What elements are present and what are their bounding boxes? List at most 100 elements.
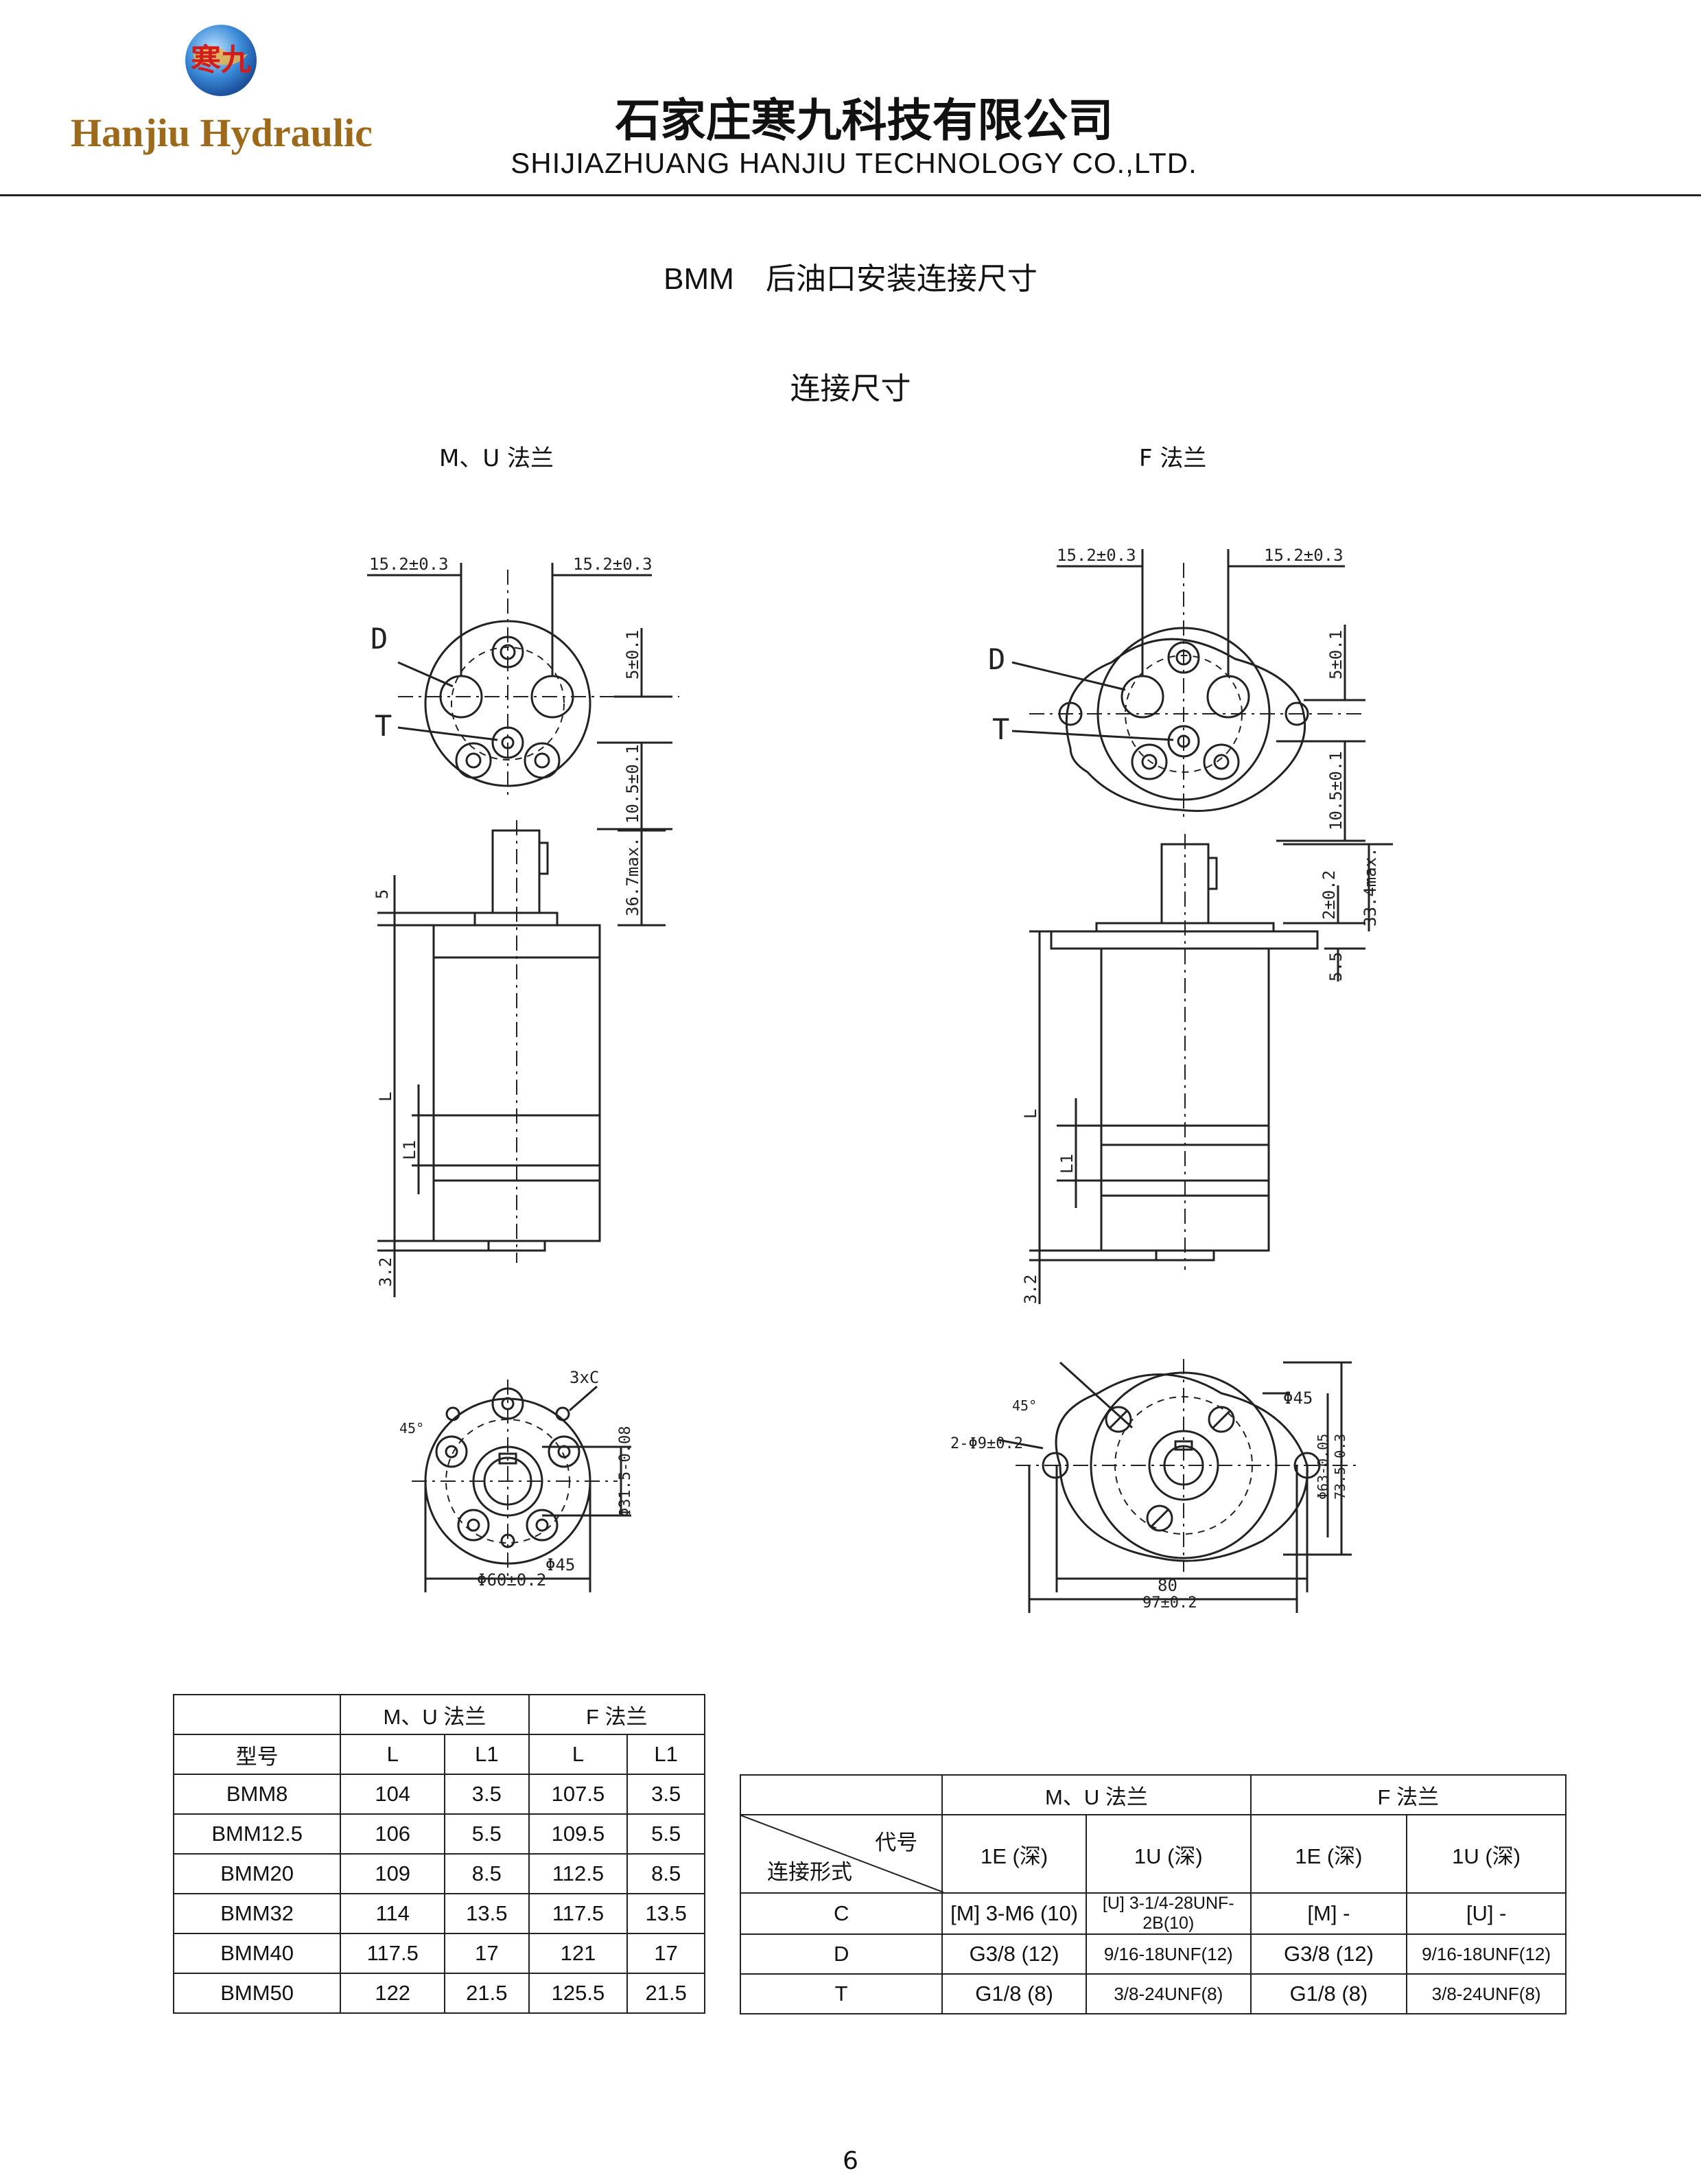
cell-value: 112.5 xyxy=(528,1853,629,1894)
col-header-model: 型号 xyxy=(172,1734,342,1775)
cell-port: C xyxy=(739,1892,943,1935)
cell-value: 5.5 xyxy=(626,1813,705,1855)
table-corner xyxy=(172,1694,342,1735)
title-model: BMM xyxy=(664,262,734,296)
port-label-d: D xyxy=(371,622,388,655)
cell-value: 9/16-18UNF(12) xyxy=(1406,1933,1567,1975)
cell-port: T xyxy=(739,1973,943,2014)
cell-value: 106 xyxy=(340,1813,446,1855)
col-header-1e: 1E (深) xyxy=(941,1814,1087,1894)
title-text: 后油口安装连接尺寸 xyxy=(765,262,1037,297)
technical-drawing: 15.2±0.3 15.2±0.3 D T 5±0.1 10.5±0.1 36.… xyxy=(367,546,1393,1613)
dim-label: 5±0.1 xyxy=(623,630,642,679)
cell-value: [U] 3-1/4-28UNF-2B(10) xyxy=(1085,1892,1252,1935)
dim-label: 45° xyxy=(1012,1397,1037,1414)
table-row: BMM20 109 8.5 112.5 8.5 xyxy=(172,1853,705,1894)
dim-label: L xyxy=(376,1092,395,1102)
f-side-view xyxy=(1029,834,1393,1304)
dimension-table: M、U 法兰 F 法兰 型号 L L1 L L1 BMM8 104 3.5 10… xyxy=(172,1694,706,2014)
dim-label: L1 xyxy=(1057,1154,1077,1174)
dim-label: 10.5±0.1 xyxy=(623,744,642,824)
company-name-en: SHIJIAZHUANG HANJIU TECHNOLOGY CO.,LTD. xyxy=(511,147,1197,179)
cell-value: 5.5 xyxy=(444,1813,530,1855)
cell-value: 8.5 xyxy=(444,1853,530,1894)
dim-label: Φ45 xyxy=(1283,1389,1313,1408)
col-header-l1: L1 xyxy=(626,1734,705,1775)
port-label-t: T xyxy=(992,712,1009,746)
port-label-d: D xyxy=(988,642,1005,676)
cell-model: BMM8 xyxy=(172,1774,342,1815)
dim-label: Φ63-0.05 xyxy=(1315,1434,1331,1500)
dim-label: 2±0.2 xyxy=(1319,870,1339,920)
cell-model: BMM32 xyxy=(172,1893,342,1934)
dim-label: 15.2±0.3 xyxy=(1264,546,1344,565)
dim-label: 3xC xyxy=(570,1368,599,1387)
dim-label: 45° xyxy=(399,1420,424,1437)
table-corner xyxy=(739,1774,943,1815)
table-row: C [M] 3-M6 (10) [U] 3-1/4-28UNF-2B(10) [… xyxy=(739,1892,1567,1935)
col-header-1u: 1U (深) xyxy=(1085,1814,1252,1894)
cell-value: 8.5 xyxy=(626,1853,705,1894)
table-row: BMM32 114 13.5 117.5 13.5 xyxy=(172,1893,705,1934)
cell-model: BMM20 xyxy=(172,1853,342,1894)
drawing-label-f: F 法兰 xyxy=(1139,445,1207,472)
cell-value: 104 xyxy=(340,1774,446,1815)
group-header-mu: M、U 法兰 xyxy=(340,1694,530,1735)
mu-shaft-end-view xyxy=(412,1380,631,1592)
dim-label: Φ60±0.2 xyxy=(477,1570,546,1590)
dim-label: 15.2±0.3 xyxy=(573,555,653,574)
table-row: D G3/8 (12) 9/16-18UNF(12) G3/8 (12) 9/1… xyxy=(739,1933,1567,1975)
dim-label: 3.2 xyxy=(1021,1275,1040,1304)
dim-label: 3.2 xyxy=(376,1257,395,1287)
cell-value: G1/8 (8) xyxy=(941,1973,1087,2014)
document-title: BMM 后油口安装连接尺寸 xyxy=(0,254,1701,298)
mu-port-view xyxy=(367,563,679,830)
cell-value: 9/16-18UNF(12) xyxy=(1085,1933,1252,1975)
cell-value: 3/8-24UNF(8) xyxy=(1406,1973,1567,2014)
dim-label: Φ45 xyxy=(546,1555,575,1575)
col-header-l: L xyxy=(528,1734,629,1775)
cell-value: G3/8 (12) xyxy=(1250,1933,1408,1975)
drawing-label-mu: M、U 法兰 xyxy=(439,445,554,472)
cell-value: 3.5 xyxy=(626,1774,705,1815)
cell-model: BMM40 xyxy=(172,1933,342,1974)
diagonal-line xyxy=(741,1815,943,1892)
cell-value: [M] 3-M6 (10) xyxy=(941,1892,1087,1935)
company-name-cn: 石家庄寒九科技有限公司 xyxy=(615,94,1114,147)
page-number: 6 xyxy=(843,2147,858,2175)
cell-port: D xyxy=(739,1933,943,1975)
cell-value: G1/8 (8) xyxy=(1250,1973,1408,2014)
dim-label: 5.5 xyxy=(1326,952,1346,981)
group-header-f: F 法兰 xyxy=(1250,1774,1567,1815)
dim-label: 10.5±0.1 xyxy=(1326,751,1346,830)
dim-label: 15.2±0.3 xyxy=(369,555,449,574)
dim-label: Φ31.5-0.08 xyxy=(617,1426,634,1517)
cell-model: BMM12.5 xyxy=(172,1813,342,1855)
dim-label: L1 xyxy=(400,1140,419,1160)
f-port-view xyxy=(1011,549,1365,842)
cell-value: 109 xyxy=(340,1853,446,1894)
cell-value: 21.5 xyxy=(444,1973,530,2014)
dim-label: 5±0.1 xyxy=(1326,630,1346,679)
cell-value: [M] - xyxy=(1250,1892,1408,1935)
f-shaft-end-view xyxy=(998,1359,1359,1613)
table-row: BMM8 104 3.5 107.5 3.5 xyxy=(172,1774,705,1815)
cell-value: 109.5 xyxy=(528,1813,629,1855)
cell-value: 17 xyxy=(444,1933,530,1974)
table-row: T G1/8 (8) 3/8-24UNF(8) G1/8 (8) 3/8-24U… xyxy=(739,1973,1567,2014)
corner-bottom-label: 连接形式 xyxy=(767,1860,852,1884)
dim-label: L xyxy=(1021,1109,1040,1119)
cell-value: 122 xyxy=(340,1973,446,2014)
table-row: BMM40 117.5 17 121 17 xyxy=(172,1933,705,1974)
dim-label: 73.5-0.3 xyxy=(1332,1434,1348,1500)
cell-value: 107.5 xyxy=(528,1774,629,1815)
col-header-l1: L1 xyxy=(444,1734,530,1775)
dim-label: 33.4max. xyxy=(1361,847,1380,927)
port-connection-table: M、U 法兰 F 法兰 代号 连接形式 1E (深) 1U (深) 1E (深)… xyxy=(739,1774,1567,2014)
dim-label: 2-Φ9±0.2 xyxy=(950,1435,1023,1452)
dim-label: 5 xyxy=(373,890,392,899)
cell-value: 3/8-24UNF(8) xyxy=(1085,1973,1252,2014)
header-divider xyxy=(0,194,1701,196)
cell-value: 13.5 xyxy=(626,1893,705,1934)
cell-value: 3.5 xyxy=(444,1774,530,1815)
